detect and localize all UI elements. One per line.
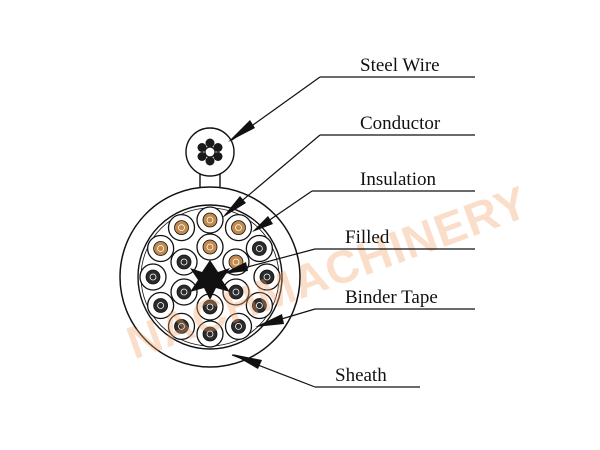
core-strand-texture xyxy=(206,243,214,251)
cable-body xyxy=(119,186,301,368)
conductor-core xyxy=(167,312,196,341)
core-conductor xyxy=(153,298,169,313)
core-strand-texture xyxy=(235,224,242,232)
core-strand-texture xyxy=(180,288,188,296)
conductor-core xyxy=(146,291,175,320)
steel-wire-arrow xyxy=(228,120,255,142)
label-conductor: Conductor xyxy=(360,113,441,134)
core-strand-texture xyxy=(232,258,240,266)
core-conductor xyxy=(202,212,218,228)
conductor-core xyxy=(245,291,274,320)
conductor-core xyxy=(146,234,175,263)
insulation-arrow xyxy=(252,216,273,232)
core-strand-texture xyxy=(149,273,157,281)
conductor-core xyxy=(224,312,253,341)
binder-tape-arrow xyxy=(255,314,284,327)
label-filled: Filled xyxy=(345,227,390,248)
conductor-group xyxy=(139,206,281,348)
core-strand-texture xyxy=(235,322,242,330)
conductor-core xyxy=(196,233,224,261)
core-conductor xyxy=(231,318,246,334)
core-conductor xyxy=(153,241,169,256)
core-conductor xyxy=(251,241,267,256)
conductor-core xyxy=(139,263,167,291)
conductor-core xyxy=(196,293,224,321)
core-conductor xyxy=(202,326,218,342)
steel-wire-strands xyxy=(197,138,223,166)
conductor-core xyxy=(196,320,224,348)
core-strand-texture xyxy=(178,322,185,330)
core-strand-texture xyxy=(206,330,214,338)
core-strand-texture xyxy=(255,245,263,252)
label-insulation: Insulation xyxy=(360,169,436,190)
label-binder-tape: Binder Tape xyxy=(345,287,438,308)
core-conductor xyxy=(251,298,267,313)
label-steel-wire: Steel Wire xyxy=(360,55,440,76)
conductor-core xyxy=(170,278,198,306)
conductor-core xyxy=(224,213,253,242)
core-strand-texture xyxy=(206,303,214,311)
core-conductor xyxy=(259,269,275,285)
core-strand-texture xyxy=(255,302,263,309)
conductor-arrow xyxy=(222,196,246,218)
core-strand-texture xyxy=(232,288,240,296)
filler-center xyxy=(190,260,230,300)
core-strand-texture xyxy=(263,273,271,281)
core-strand-texture xyxy=(178,224,185,232)
conductor-core xyxy=(245,234,274,263)
conductor-core xyxy=(222,278,250,306)
core-conductor xyxy=(228,284,244,300)
core-strand-texture xyxy=(157,245,165,252)
filled-arrow xyxy=(222,262,248,274)
leader-arrowheads xyxy=(222,120,284,369)
conductor-core xyxy=(196,206,224,234)
core-conductor xyxy=(174,318,189,334)
core-conductor xyxy=(176,254,192,270)
conductor-core xyxy=(253,263,281,291)
core-conductor xyxy=(174,220,189,236)
core-strand-texture xyxy=(206,216,214,224)
core-strand-texture xyxy=(180,258,188,266)
core-conductor xyxy=(176,284,192,300)
core-conductor xyxy=(145,269,161,285)
steel-wire-messenger xyxy=(185,127,235,190)
sheath-arrow xyxy=(232,354,262,369)
label-sheath: Sheath xyxy=(335,365,387,386)
core-conductor xyxy=(202,239,218,255)
core-conductor xyxy=(231,220,246,236)
core-strand-texture xyxy=(157,302,165,309)
conductor-core xyxy=(167,213,196,242)
